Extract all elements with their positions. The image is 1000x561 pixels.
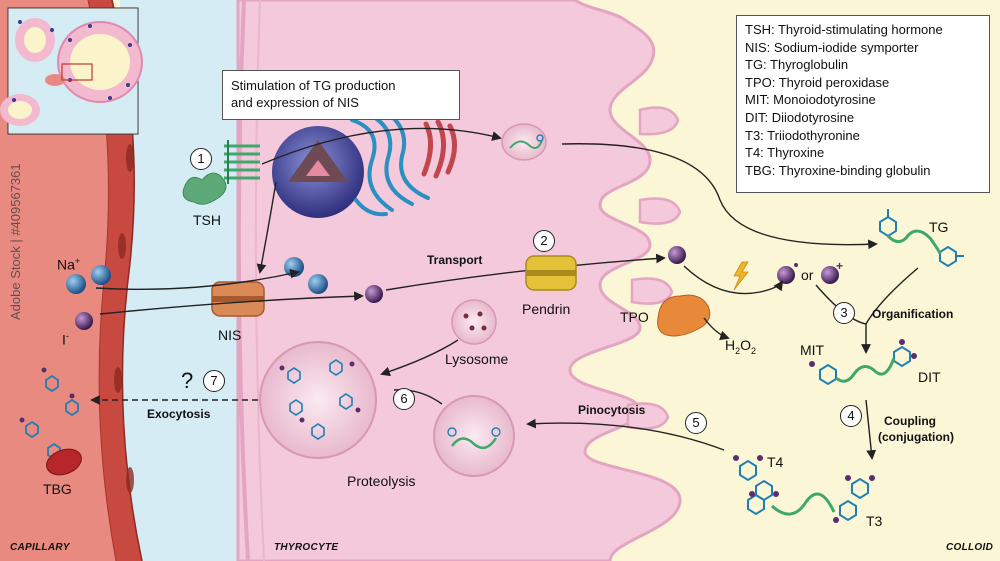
stimulation-note: Stimulation of TG production and express…: [222, 70, 460, 120]
step-1: 1: [190, 148, 212, 170]
legend-entry: TSH: Thyroid-stimulating hormone: [745, 22, 943, 37]
transport-label: Transport: [427, 253, 483, 267]
follicle-inset: [0, 7, 143, 135]
t4-label: T4: [767, 454, 784, 470]
capillary-label: Capillary: [10, 542, 70, 553]
legend-entry: T3: Triiodothyronine: [745, 127, 860, 143]
pendrin-label: Pendrin: [522, 301, 571, 317]
pinocytotic-vesicle: [433, 395, 515, 477]
conjugation-label: (conjugation): [878, 430, 954, 444]
nucleus: [272, 126, 364, 218]
tsh-receptor: [224, 140, 260, 184]
mit-label: MIT: [800, 342, 825, 358]
coupling-label: Coupling: [884, 414, 936, 428]
legend-entry: T4: Thyroxine: [745, 145, 825, 161]
tg-secretory-vesicle: [501, 123, 547, 161]
t3-label: T3: [866, 513, 883, 529]
step-6: 6: [393, 388, 415, 410]
tpo-enzyme: [657, 294, 711, 337]
step-3: 3: [833, 302, 855, 324]
step-7: 7: [203, 370, 225, 392]
step-4: 4: [840, 405, 862, 427]
legend-entry: TG: Thyroglobulin: [745, 57, 849, 73]
colloid-label: Colloid: [946, 542, 994, 553]
tbg-protein: [46, 448, 82, 476]
oxidized-iodine-sign: +: [836, 259, 844, 273]
dit-label: DIT: [918, 369, 941, 385]
iodide-label: I-: [62, 331, 69, 348]
pinocytosis-label: Pinocytosis: [578, 403, 646, 417]
legend-entry: MIT: Monoiodotyrosine: [745, 92, 876, 108]
iodide-ions: [75, 246, 839, 330]
tg-label: TG: [929, 219, 949, 235]
abbreviation-legend: TSH: Thyroid-stimulating hormone NIS: So…: [736, 15, 990, 193]
microvilli: [626, 106, 682, 430]
nis-transporter: [211, 281, 265, 317]
tsh-label: TSH: [193, 212, 221, 228]
sodium-label: Na+: [57, 256, 81, 273]
lysosome: [451, 299, 497, 345]
legend-entry: NIS: Sodium-iodide symporter: [745, 39, 919, 55]
stimulation-note-line1: Stimulation of TG production: [231, 78, 396, 93]
step-5: 5: [685, 412, 707, 434]
step-2: 2: [533, 230, 555, 252]
h2o2-label: H2O2: [725, 337, 757, 356]
pendrin-transporter: [525, 255, 577, 291]
exocytosis-label: Exocytosis: [147, 407, 211, 421]
legend-entry: DIT: Diiodotyrosine: [745, 109, 855, 125]
sodium-ions: [66, 257, 328, 294]
nis-label: NIS: [218, 327, 242, 343]
tsh-hormone: [182, 172, 227, 205]
phagolysosome: [259, 341, 377, 459]
lightning-icon: [733, 261, 749, 291]
stimulation-note-line2: and expression of NIS: [231, 95, 359, 110]
thyroglobulin-molecule: [879, 209, 964, 268]
legend-entry: TBG: Thyroxine-binding globulin: [745, 162, 931, 178]
organification-label: Organification: [872, 307, 954, 321]
stock-watermark: Adobe Stock | #409567361: [8, 163, 23, 320]
legend-entry: TPO: Thyroid peroxidase: [745, 74, 890, 90]
question-mark: ?: [181, 368, 194, 393]
t4-t3-molecule: [739, 459, 869, 522]
or-label: or: [801, 267, 814, 283]
thyrocyte-label: Thyrocyte: [274, 542, 339, 553]
mit-dit-molecule: [819, 345, 911, 386]
capillary-lumen: [0, 0, 116, 561]
tpo-label: TPO: [620, 309, 649, 325]
lysosome-label: Lysosome: [445, 351, 509, 367]
proteolysis-label: Proteolysis: [347, 473, 416, 489]
tbg-label: TBG: [43, 481, 72, 497]
